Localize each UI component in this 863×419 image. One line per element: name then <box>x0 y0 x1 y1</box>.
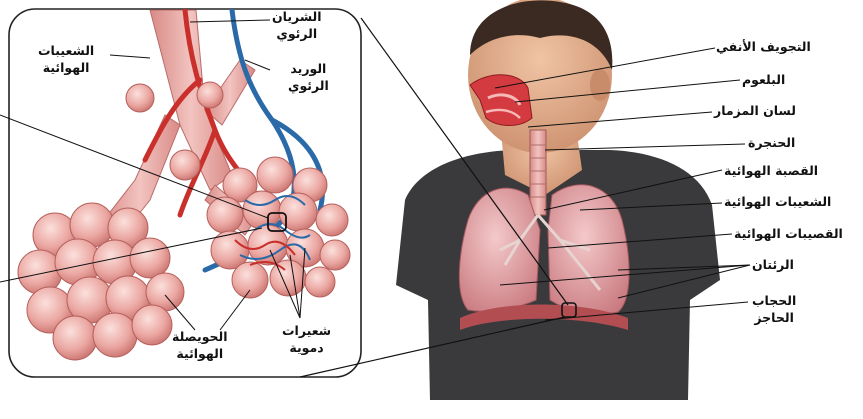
label-epiglottis: لسان المزمار <box>714 102 796 119</box>
label-bronchi: القصيبات الهوائية <box>734 225 843 242</box>
label-pharynx: البلعوم <box>742 71 785 88</box>
human-figure <box>396 0 720 400</box>
label-diaphragm: الحجاب الحاجز <box>752 292 796 326</box>
trachea-tube <box>530 130 546 215</box>
label-larynx: الحنجرة <box>748 134 795 151</box>
label-pulmonary-artery: الشريان الرئوي <box>272 8 322 42</box>
label-trachea: القصبة الهوائية <box>724 162 818 179</box>
label-nasal-cavity: التجويف الأنفي <box>716 38 811 55</box>
label-bronchioles: الشعيبات الهوائية <box>724 193 831 210</box>
ear <box>590 69 610 101</box>
label-lungs: الرئتان <box>752 256 794 273</box>
label-inset-bronchioles: الشعيبات الهوائية <box>38 42 94 76</box>
label-pulmonary-vein: الوريد الرئوي <box>288 60 329 94</box>
label-alveolus: الحويصلة الهوائية <box>172 328 228 362</box>
label-capillaries: شعيرات دموية <box>282 322 331 356</box>
